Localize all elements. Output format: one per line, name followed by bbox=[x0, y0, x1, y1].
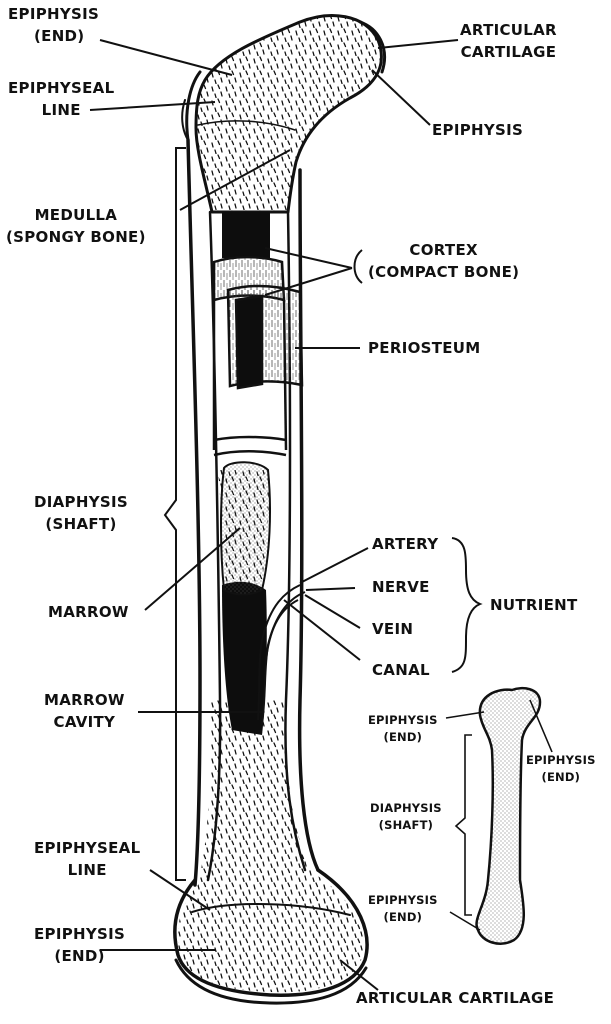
medullary-gap bbox=[222, 212, 270, 258]
label-medulla: MEDULLA(SPONGY BONE) bbox=[6, 206, 146, 246]
inset-bone bbox=[475, 686, 542, 945]
cartilage-cap-bottom bbox=[174, 958, 368, 1005]
label-artery: ARTERY bbox=[372, 535, 439, 553]
inset-leaders bbox=[445, 699, 553, 931]
inset-label-diaphysis: DIAPHYSIS(SHAFT) bbox=[370, 801, 442, 833]
epiphyseal-line-top bbox=[197, 120, 296, 131]
cortex-cut-layers bbox=[212, 255, 304, 457]
inset-label-epiphysis-top: EPIPHYSIS(END) bbox=[368, 713, 438, 745]
nutrient-vessels bbox=[257, 584, 306, 726]
inset-label-epiphysis-bottom: EPIPHYSIS(END) bbox=[368, 893, 438, 925]
label-epiphysis-end-bottom: EPIPHYSIS(END) bbox=[34, 925, 126, 965]
label-periosteum: PERIOSTEUM bbox=[368, 339, 481, 357]
label-vein: VEIN bbox=[372, 620, 414, 638]
inset-label-epiphysis-right: EPIPHYSIS(END) bbox=[526, 753, 596, 785]
femur-outline bbox=[173, 14, 387, 1005]
leader-lines bbox=[89, 39, 483, 991]
shaft-outer-left bbox=[186, 138, 202, 887]
shaft-outer-right bbox=[297, 168, 320, 872]
label-canal: CANAL bbox=[372, 661, 430, 679]
label-nerve: NERVE bbox=[372, 578, 430, 596]
marrow-cavity bbox=[222, 581, 267, 735]
marrow bbox=[220, 461, 271, 596]
label-epiphysis-end-top: EPIPHYSIS(END) bbox=[8, 5, 100, 45]
cartilage-cap-top bbox=[358, 20, 387, 74]
label-diaphysis: DIAPHYSIS(SHAFT) bbox=[34, 493, 128, 533]
label-epiphysis-right: EPIPHYSIS bbox=[432, 121, 524, 139]
label-marrow: MARROW bbox=[48, 603, 129, 621]
label-nutrient: NUTRIENT bbox=[490, 596, 578, 614]
label-articular-cartilage-bottom: ARTICULAR CARTILAGE bbox=[356, 989, 555, 1007]
distal-epiphysis bbox=[173, 868, 369, 997]
label-cortex: CORTEX(COMPACT BONE) bbox=[368, 241, 520, 281]
proximal-epiphysis bbox=[194, 14, 383, 214]
